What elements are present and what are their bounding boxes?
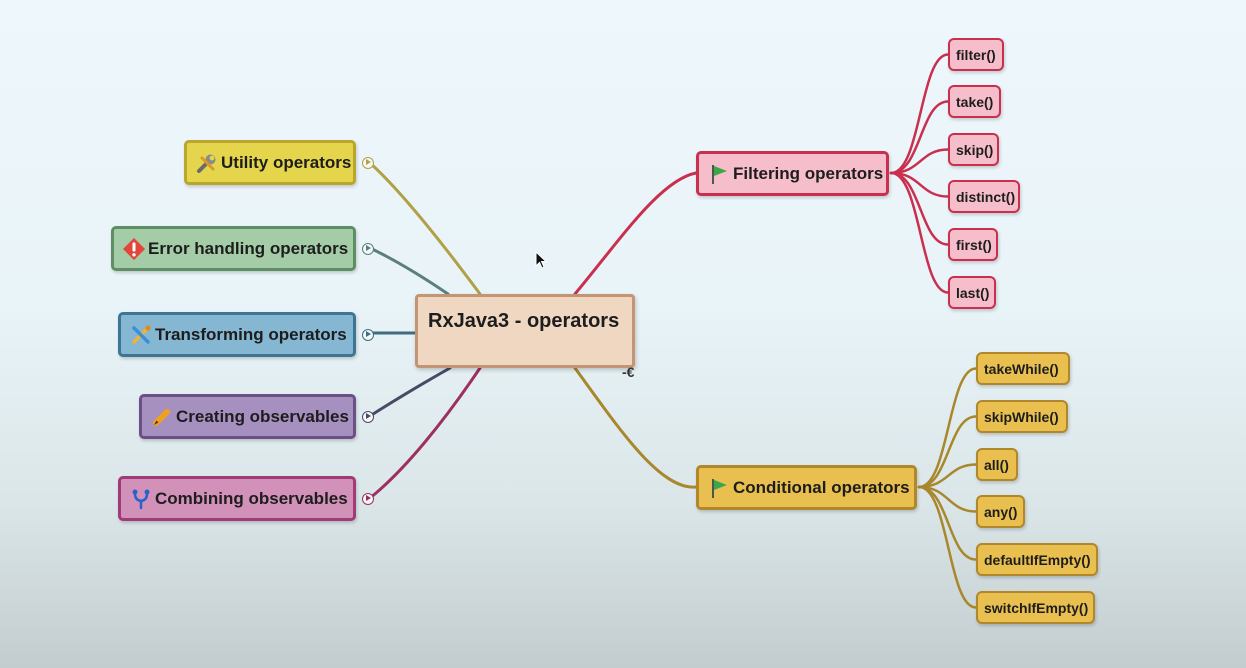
expand-toggle-icon[interactable]	[362, 242, 374, 255]
tools-icon	[129, 323, 153, 347]
connector-line	[573, 366, 698, 489]
connector-line	[889, 53, 950, 175]
leaf-label: defaultIfEmpty()	[984, 551, 1091, 568]
leaf-label: skip()	[956, 141, 994, 158]
root-topic[interactable]: RxJava3 - operators	[415, 294, 635, 368]
topic-label: Creating observables	[176, 406, 349, 426]
leaf-label: all()	[984, 456, 1009, 473]
topic-label: Conditional operators	[733, 477, 910, 497]
topic-label: Combining observables	[155, 488, 348, 508]
connector-line	[573, 171, 698, 296]
leaf-defaultifempty[interactable]: defaultIfEmpty()	[976, 543, 1098, 576]
expand-toggle-icon[interactable]	[362, 492, 374, 505]
leaf-all[interactable]: all()	[976, 448, 1018, 481]
resize-cursor-icon: -€	[622, 364, 635, 380]
expand-toggle-icon[interactable]	[362, 156, 374, 169]
flag-icon	[707, 162, 731, 186]
topic-utility-operators[interactable]: Utility operators	[184, 140, 356, 185]
leaf-label: filter()	[956, 46, 996, 63]
topic-combining-observables[interactable]: Combining observables	[118, 476, 356, 521]
leaf-label: switchIfEmpty()	[984, 599, 1089, 616]
expand-toggle-icon[interactable]	[362, 328, 374, 341]
connector-line	[889, 148, 950, 175]
flag-icon	[707, 476, 731, 500]
connector-line	[368, 366, 452, 418]
leaf-distinct[interactable]: distinct()	[948, 180, 1020, 213]
topic-label: Utility operators	[221, 152, 352, 172]
connector-line	[889, 171, 950, 294]
leaf-any[interactable]: any()	[976, 495, 1025, 528]
topic-error-handling-operators[interactable]: Error handling operators	[111, 226, 356, 271]
topic-transforming-operators[interactable]: Transforming operators	[118, 312, 356, 357]
leaf-filter[interactable]: filter()	[948, 38, 1004, 71]
leaf-last[interactable]: last()	[948, 276, 996, 309]
leaf-switchifempty[interactable]: switchIfEmpty()	[976, 591, 1095, 624]
connector-line	[368, 246, 450, 296]
connector-line	[917, 485, 978, 609]
leaf-label: take()	[956, 93, 994, 110]
topic-label: Transforming operators	[155, 324, 347, 344]
leaf-label: any()	[984, 503, 1018, 520]
connector-line	[917, 367, 978, 489]
leaf-skipwhile[interactable]: skipWhile()	[976, 400, 1068, 433]
leaf-label: distinct()	[956, 188, 1016, 205]
warning-icon	[122, 237, 146, 261]
expand-toggle-icon[interactable]	[362, 410, 374, 423]
leaf-take[interactable]: take()	[948, 85, 1001, 118]
leaf-takewhile[interactable]: takeWhile()	[976, 352, 1070, 385]
topic-creating-observables[interactable]: Creating observables	[139, 394, 356, 439]
connector-line	[917, 415, 978, 489]
pencil-icon	[150, 405, 174, 429]
merge-icon	[129, 487, 153, 511]
leaf-label: last()	[956, 284, 990, 301]
leaf-label: skipWhile()	[984, 408, 1059, 425]
leaf-skip[interactable]: skip()	[948, 133, 999, 166]
connector-line	[368, 366, 482, 500]
connector-line	[368, 161, 482, 296]
wrench-icon	[195, 151, 219, 175]
leaf-label: takeWhile()	[984, 360, 1059, 377]
leaf-first[interactable]: first()	[948, 228, 998, 261]
topic-label: Filtering operators	[733, 163, 884, 183]
topic-conditional-operators[interactable]: Conditional operators	[696, 465, 917, 510]
topic-filtering-operators[interactable]: Filtering operators	[696, 151, 889, 196]
connector-line	[889, 100, 950, 175]
mouse-pointer-icon	[535, 251, 548, 269]
leaf-label: first()	[956, 236, 992, 253]
topic-label: Error handling operators	[148, 238, 349, 258]
